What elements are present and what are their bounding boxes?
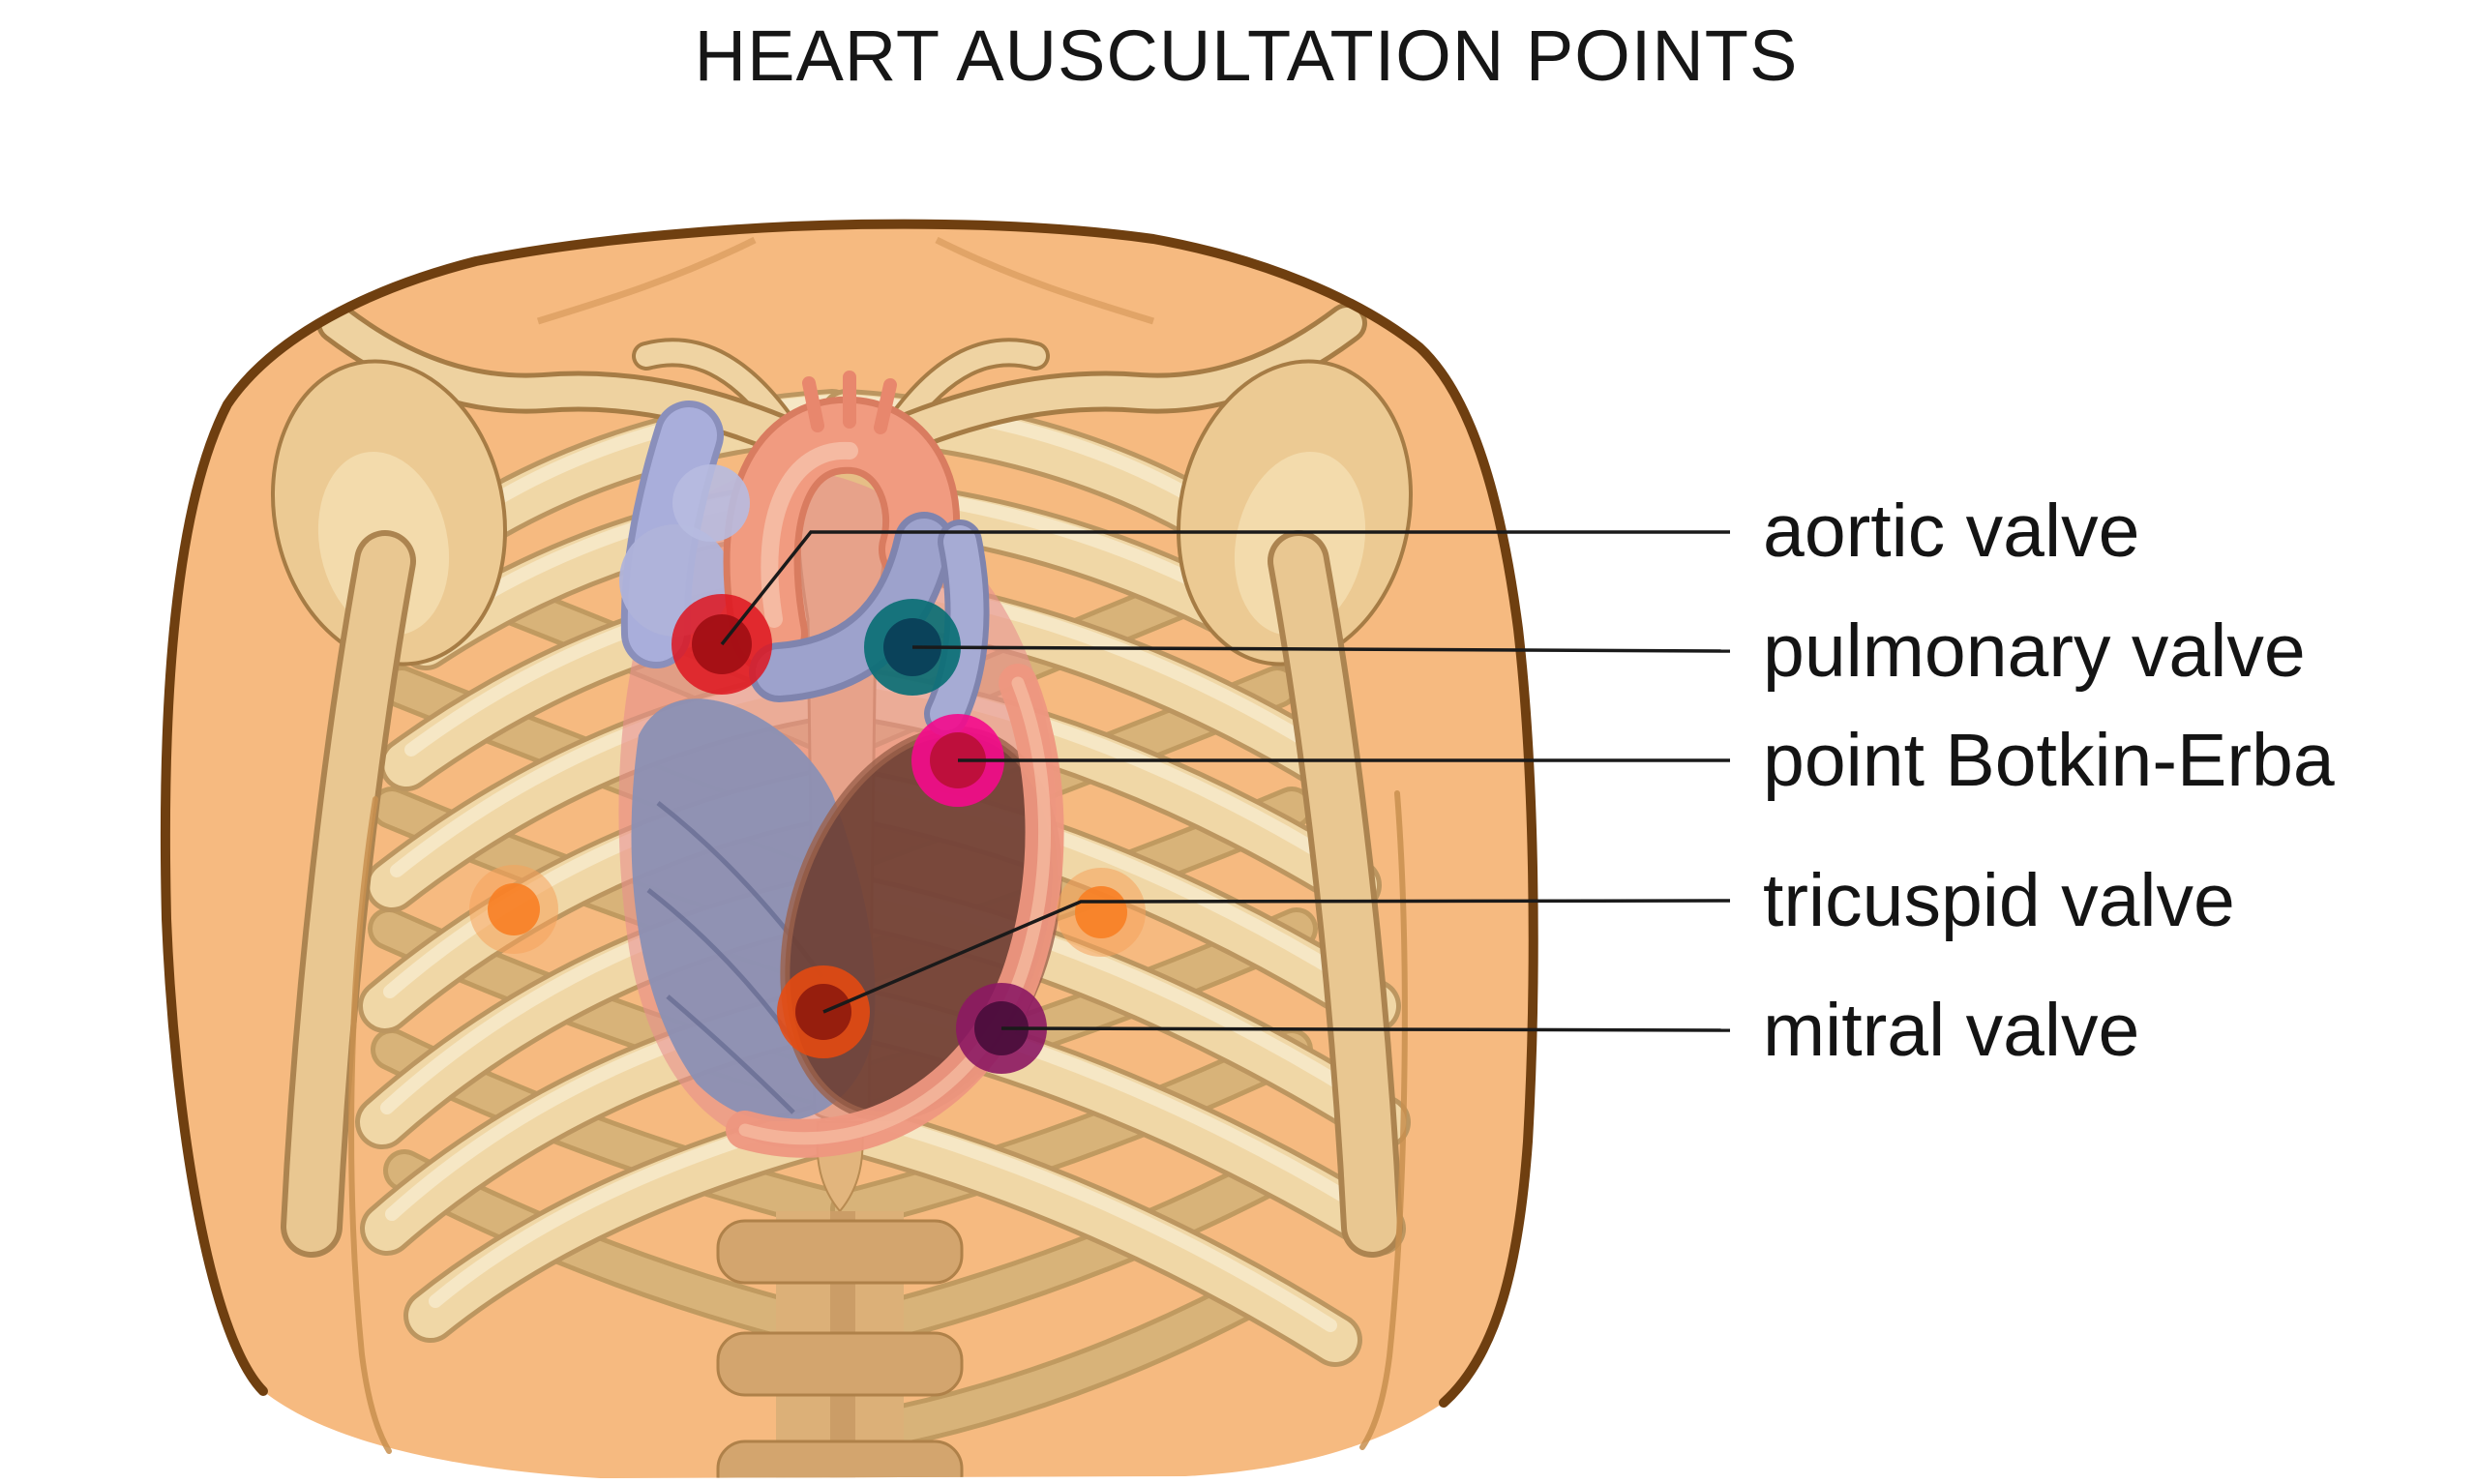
arm-creases [348,790,1408,1454]
nipple-right [1057,868,1146,957]
body-outline [160,219,1538,1408]
label-aortic-valve: aortic valve [1763,490,2140,573]
label-mitral-valve: mitral valve [1763,989,2140,1072]
first-ribs [632,338,1050,436]
aorta [723,371,961,672]
shoulder-bone-right [1176,359,1414,1258]
label-point-botkin-erba: point Botkin-Erba [1763,719,2335,802]
shoulder-bone-left [270,359,508,1258]
leader-tricuspid [822,899,1731,1014]
spine-column [716,1211,964,1479]
leader-pulmonary [911,645,1731,653]
page-title: HEART AUSCULTATION POINTS [694,15,1799,96]
leader-lines [720,530,1731,1032]
leader-mitral [1000,1026,1731,1032]
trapezius-lines [536,236,1155,325]
leader-aortic [720,530,1730,646]
label-tricuspid-valve: tricuspid valve [1763,859,2235,942]
nipple-left [469,865,558,954]
clavicles [316,303,1367,475]
label-pulmonary-valve: pulmonary valve [1763,609,2306,693]
